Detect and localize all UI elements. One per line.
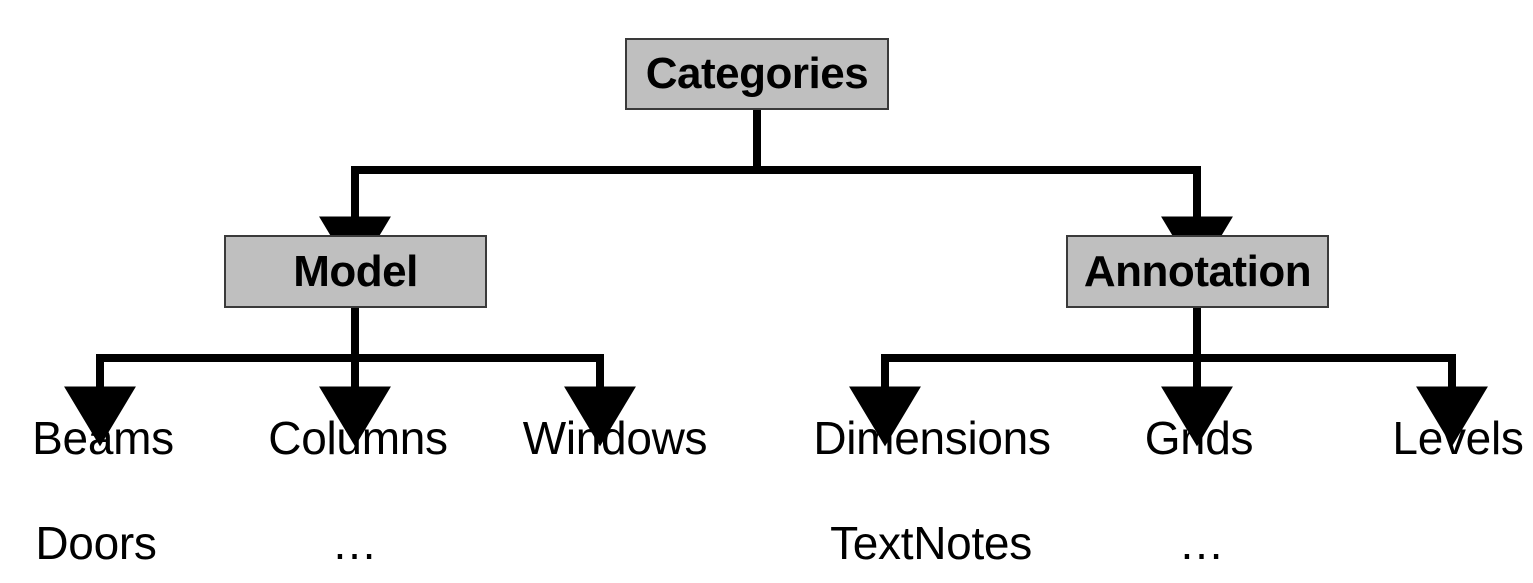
leaf-columns[interactable]: Columns — [268, 412, 448, 464]
node-categories-label: Categories — [645, 49, 869, 98]
node-annotation[interactable]: Annotation — [1066, 235, 1329, 308]
leaf-annotation-ellipsis: … — [1178, 517, 1226, 569]
leaf-grids[interactable]: Grids — [1144, 412, 1254, 464]
leaf-model-ellipsis: … — [331, 517, 379, 569]
node-model[interactable]: Model — [224, 235, 487, 308]
leaf-windows[interactable]: Windows — [522, 412, 708, 464]
node-model-label: Model — [293, 246, 418, 296]
leaf-levels[interactable]: Levels — [1392, 412, 1524, 464]
leaf-dimensions[interactable]: Dimensions — [813, 412, 1051, 464]
node-categories[interactable]: Categories — [625, 38, 889, 110]
leaf-doors[interactable]: Doors — [35, 517, 157, 569]
leaf-beams[interactable]: Beams — [32, 412, 174, 464]
node-annotation-label: Annotation — [1083, 246, 1312, 296]
leaf-textnotes[interactable]: TextNotes — [830, 517, 1032, 569]
